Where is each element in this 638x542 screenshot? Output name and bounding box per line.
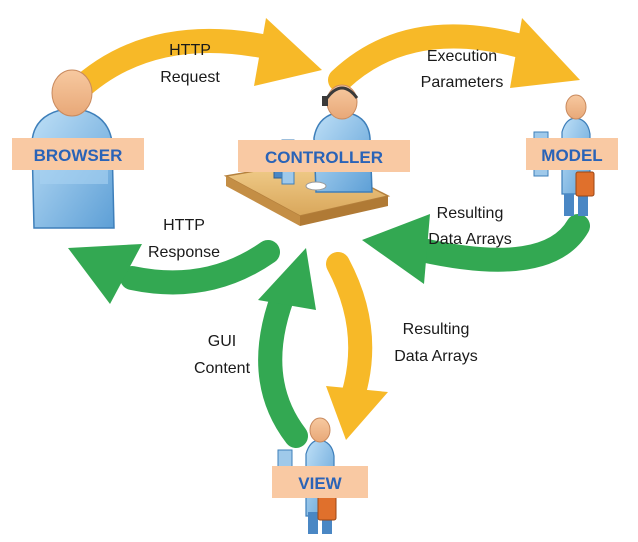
view-node: VIEW xyxy=(272,466,368,498)
controller-to-view-arrow xyxy=(326,252,388,440)
edge-label-line: Resulting xyxy=(403,321,470,338)
view-label: VIEW xyxy=(298,474,342,493)
controller-node: CONTROLLER xyxy=(238,140,410,172)
http-response-label: HTTP Response xyxy=(148,217,220,261)
model-node: MODEL xyxy=(526,138,618,170)
http-request-arrow xyxy=(64,18,322,104)
controller-label: CONTROLLER xyxy=(265,148,383,167)
controller-to-view-label: Resulting Data Arrays xyxy=(394,321,478,365)
edge-label-line: Data Arrays xyxy=(394,348,478,365)
edge-label-line: HTTP xyxy=(163,217,205,234)
edge-label-line: HTTP xyxy=(169,42,211,59)
execution-parameters-label: Execution Parameters xyxy=(421,48,504,91)
model-label: MODEL xyxy=(541,146,602,165)
edge-label-line: GUI xyxy=(208,333,236,350)
edge-label-line: Request xyxy=(160,69,220,86)
edge-label-line: Resulting xyxy=(437,205,504,222)
edge-label-line: Execution xyxy=(427,48,497,65)
gui-content-label: GUI Content xyxy=(194,333,251,377)
edge-label-line: Parameters xyxy=(421,74,504,91)
edge-label-line: Content xyxy=(194,360,251,377)
edge-label-line: Data Arrays xyxy=(428,231,512,248)
model-result-arrow xyxy=(362,214,590,284)
browser-label: BROWSER xyxy=(34,146,123,165)
gui-content-arrow xyxy=(258,248,316,448)
http-request-label: HTTP Request xyxy=(160,42,220,86)
http-response-arrow xyxy=(68,240,280,304)
model-result-label: Resulting Data Arrays xyxy=(428,205,512,248)
browser-node: BROWSER xyxy=(12,138,144,170)
execution-parameters-arrow xyxy=(328,18,580,92)
edge-label-line: Response xyxy=(148,244,220,261)
